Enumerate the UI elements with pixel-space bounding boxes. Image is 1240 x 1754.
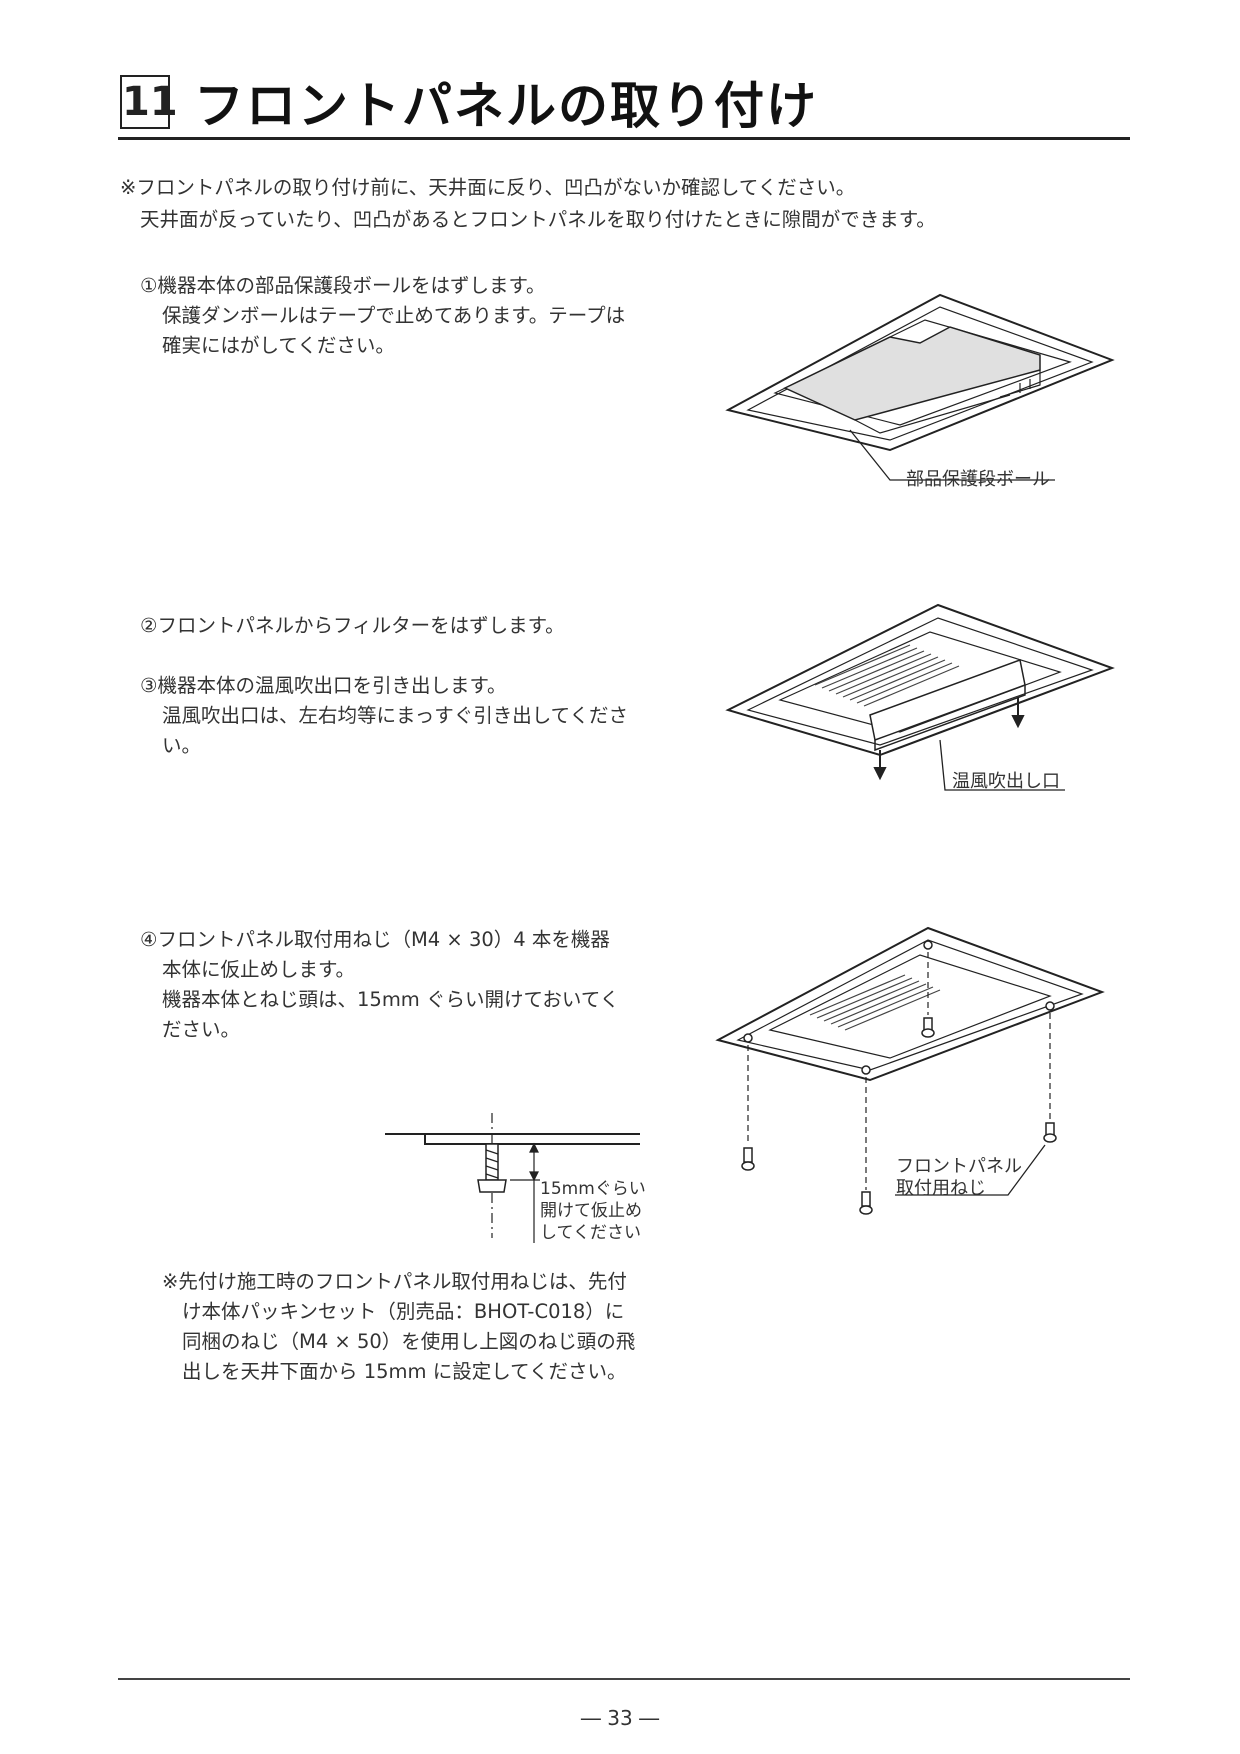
step-3-line-2: 温風吹出口は、左右均等にまっすぐ引き出してくださ: [162, 704, 629, 727]
section-number: 11: [120, 75, 178, 129]
step-1-line-1: ①機器本体の部品保護段ボールをはずします。: [140, 274, 546, 297]
screw-label-line-3: してください: [540, 1223, 641, 1243]
figure-1-label: 部品保護段ボール: [906, 469, 1050, 490]
step-1-line-3: 確実にはがしてください。: [162, 334, 395, 357]
step-3-line-1: ③機器本体の温風吹出口を引き出します。: [140, 674, 507, 697]
figure-2-label: 温風吹出し口: [952, 771, 1060, 792]
page-title: フロントパネルの取り付け: [194, 77, 818, 135]
note-line-4: 出しを天井下面から 15mm に設定してください。: [182, 1360, 627, 1383]
step-2-line-1: ②フロントパネルからフィルターをはずします。: [140, 614, 565, 637]
intro-note-line-2: 天井面が反っていたり、凹凸があるとフロントパネルを取り付けたときに隙間ができます…: [140, 208, 936, 231]
step-4-line-3: 機器本体とねじ頭は、15mm ぐらい開けておいてく: [162, 988, 620, 1011]
title-underline: [118, 137, 1130, 140]
figure-warm-air-outlet: [725, 603, 1115, 791]
figure-panel-screws: [715, 926, 1105, 1215]
figure-protective-cardboard: [725, 293, 1115, 481]
intro-note-line-1: ※フロントパネルの取り付け前に、天井面に反り、凹凸がないか確認してください。: [120, 176, 856, 199]
figure-screw-detail: [385, 1113, 640, 1243]
step-4-line-4: ださい。: [162, 1018, 241, 1041]
note-line-3: 同梱のねじ（M4 × 50）を使用し上図のねじ頭の飛: [182, 1330, 636, 1353]
note-line-2: け本体パッキンセット（別売品：BHOT-C018）に: [182, 1300, 625, 1323]
footer-rule: [118, 1678, 1130, 1680]
step-4-line-1: ④フロントパネル取付用ねじ（M4 × 30）4 本を機器: [140, 928, 610, 951]
note-line-1: ※先付け施工時のフロントパネル取付用ねじは、先付: [162, 1270, 627, 1293]
screw-label-line-2: 開けて仮止め: [540, 1201, 642, 1221]
page-number: ― 33 ―: [580, 1706, 660, 1730]
figure-3-label-line-2: 取付用ねじ: [896, 1178, 986, 1199]
step-1-line-2: 保護ダンボールはテープで止めてあります。テープは: [162, 304, 626, 327]
step-4-line-2: 本体に仮止めします。: [162, 958, 356, 981]
figure-3-label-line-1: フロントパネル: [896, 1156, 1022, 1177]
step-3-line-3: い。: [162, 734, 202, 757]
section-title: 11 フロントパネルの取り付け: [120, 72, 818, 135]
screw-label-line-1: 15mmぐらい: [540, 1179, 646, 1199]
